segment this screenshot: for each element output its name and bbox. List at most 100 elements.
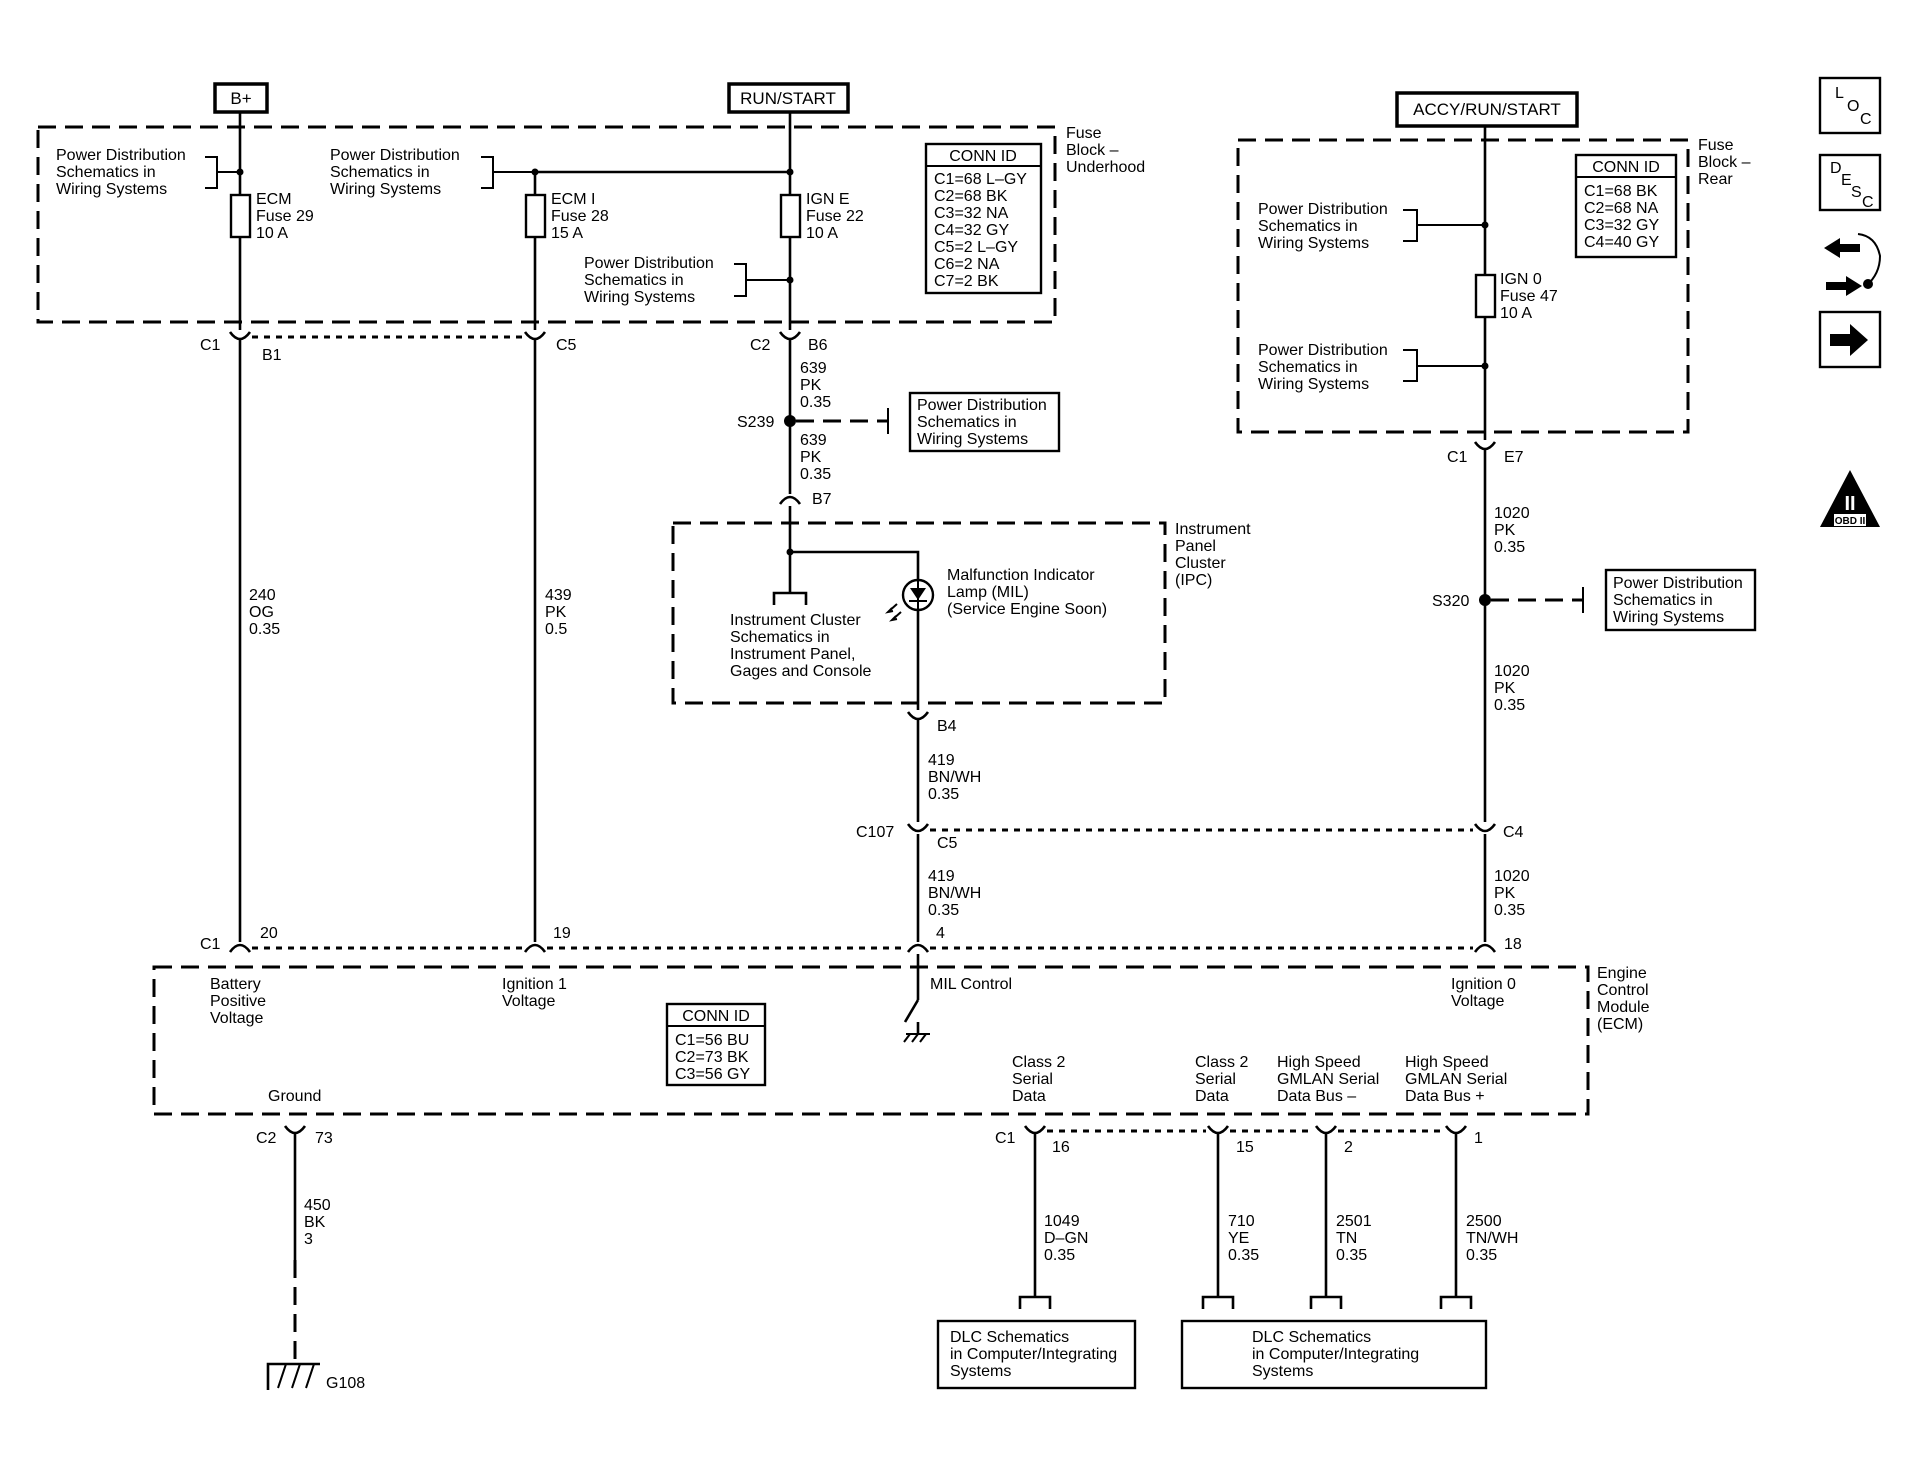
run-start-box: [727, 82, 850, 114]
next-arrow-button[interactable]: [1818, 310, 1882, 369]
desc-button[interactable]: D E S C: [1818, 153, 1882, 212]
conn-b1: B1: [262, 347, 282, 364]
ecm-outline: [152, 965, 1590, 1116]
ecm-ground: Ground: [268, 1088, 321, 1105]
obd-ii-icon[interactable]: II OBD II: [1820, 470, 1880, 527]
loc-icon-c: C: [1860, 111, 1872, 128]
conn-b4: B4: [937, 718, 957, 735]
ground-g108: G108: [326, 1375, 365, 1392]
conn-c1-top: C1: [200, 337, 221, 354]
pin-19: 19: [553, 925, 571, 942]
diagnostic-wrench-icon[interactable]: [1824, 233, 1882, 296]
bplus-label: B+: [230, 89, 251, 108]
fuse-ecm: [229, 193, 252, 239]
desc-icon-s: S: [1851, 184, 1862, 201]
fuse-ign-0: [1474, 273, 1497, 319]
splice-s239: [784, 415, 796, 427]
splice-s239-label: S239: [737, 414, 774, 431]
loc-button[interactable]: L O C: [1818, 76, 1882, 135]
splice-s320-label: S320: [1432, 593, 1469, 610]
pin-18: 18: [1504, 936, 1522, 953]
fuse-ign-e: [779, 193, 802, 239]
right-arrow-icon: [1830, 324, 1868, 356]
conn-id-underhood-title: CONN ID: [949, 148, 1017, 165]
conn-b6: B6: [808, 337, 828, 354]
conn-c107: C107: [856, 824, 894, 841]
dlc-ref-box-1: [936, 1319, 1137, 1390]
pin-2: 2: [1344, 1139, 1353, 1156]
conn-c2-ecm: C2: [256, 1130, 277, 1147]
desc-icon-c: C: [1862, 194, 1874, 211]
fuse-ecm-i: [524, 193, 547, 239]
conn-id-underhood: [924, 142, 1043, 295]
desc-icon-d: D: [1830, 160, 1842, 177]
accy-run-start-box: [1395, 91, 1579, 128]
conn-c1-rear: C1: [1447, 449, 1468, 466]
loc-icon-o: O: [1847, 98, 1859, 115]
conn-id-ecm: [665, 1002, 767, 1087]
obd-ii-text: OBD II: [1835, 516, 1866, 527]
pin-20: 20: [260, 925, 278, 942]
run-start-label: RUN/START: [740, 89, 836, 108]
conn-b7: B7: [812, 491, 832, 508]
conn-c4: C4: [1503, 824, 1524, 841]
ecm-mil-control: MIL Control: [930, 976, 1012, 993]
conn-c1-ecm-bottom: C1: [995, 1130, 1016, 1147]
conn-id-rear: [1574, 153, 1678, 259]
conn-c5-top: C5: [556, 337, 577, 354]
pds-ref-box-s239: [908, 391, 1061, 453]
pin-15: 15: [1236, 1139, 1254, 1156]
fuse-block-rear-outline: [1236, 138, 1690, 434]
splice-s320: [1479, 594, 1491, 606]
pin-1: 1: [1474, 1130, 1483, 1147]
conn-c5-mid: C5: [937, 835, 958, 852]
obd-ii-numeral: II: [1844, 493, 1855, 515]
pin-16: 16: [1052, 1139, 1070, 1156]
conn-id-ecm-title: CONN ID: [682, 1008, 750, 1025]
pin-73: 73: [315, 1130, 333, 1147]
conn-c2-top: C2: [750, 337, 771, 354]
ground-symbol: [266, 1362, 320, 1390]
pds-ref-box-s320: [1604, 568, 1757, 632]
